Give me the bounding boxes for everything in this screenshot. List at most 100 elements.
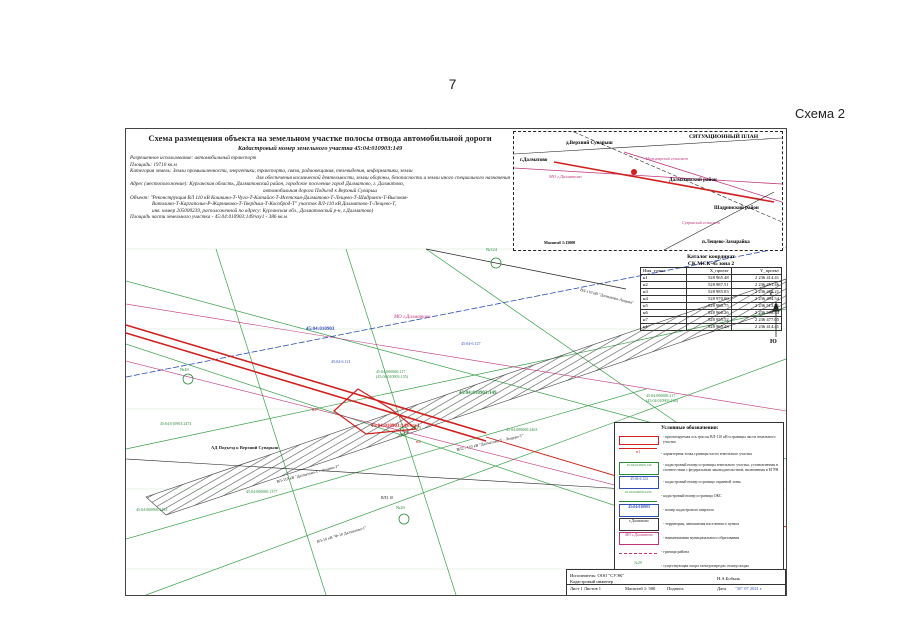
cadastral-number: Кадастровый номер земельного участка 45:… [237, 145, 403, 152]
scheme-title: Схема размещения объекта на земельном уч… [148, 133, 492, 143]
inset-scale: Масштаб 1:15000 [544, 240, 576, 245]
map-legend: Условные обозначения: - проектируемая ос… [614, 422, 784, 594]
stamp-name: Н.А.Бобыль [717, 576, 741, 581]
parcel-p4: 45:04:000000:2463 [506, 427, 538, 432]
area: Площадь: 19710 кв.м [130, 161, 177, 168]
legend-item: №29 - существующая опора электропередач,… [615, 559, 783, 573]
stamp-scale: Масштаб 1: 500 [625, 586, 656, 591]
stamp-left: Исполнитель: ООО "СУЭК" Кадастровый инже… [570, 573, 624, 585]
stamp-divider [567, 584, 785, 585]
cell: 2 236 494.54 [730, 295, 783, 303]
inset-district: Далматовский район [669, 178, 717, 183]
legend-text: - существующая опора электропередач, ном… [661, 563, 750, 568]
legend-item: 45:04:000000:2456 - кадастровый номер и … [615, 489, 783, 503]
parcel-p5: 45:04:000000:2463 [136, 507, 168, 512]
point-n1: н1 [312, 407, 317, 412]
legend-item: МО г.Далматово - наименования муниципаль… [615, 531, 783, 545]
category-line1: Категория земель: Земли промышленности, … [130, 168, 413, 175]
legend-symbol: г.Далматово [619, 517, 659, 531]
parcel-boundaries [126, 248, 786, 595]
cell: н6 [639, 309, 688, 317]
legend-item: г.Далматово - территория, занимаемая нас… [615, 517, 783, 531]
power-line-top [425, 248, 627, 290]
legend-text: - характерная точка границы части земель… [661, 451, 752, 456]
inset-mo: МО г.Далматово [549, 174, 582, 179]
situation-plan-drawing [514, 132, 782, 250]
pole3-label: №29 [412, 425, 421, 430]
object-line1: Объект: "Реконструкция ВЛ 110 кВ Кошкино… [130, 194, 409, 201]
map-sheet: 45:04:010903 МО г.Далматово 45:04:010903… [125, 128, 787, 596]
south-label: Ю [770, 339, 777, 345]
vl10-label: ВЛЗ 10 [381, 495, 394, 500]
road-band [145, 278, 786, 516]
zone1-label: 45:04-6.121 [331, 359, 351, 364]
table-header-row: Имя_точки X_проект Y_проект [639, 267, 783, 275]
cell: 528 965.48 [686, 323, 732, 331]
cell: 528 966.26 [686, 309, 732, 317]
col-y: Y_проект [730, 267, 783, 275]
coordinate-catalog: Каталог координат СК МСК-45 зона 2 Имя_т… [639, 254, 783, 331]
stamp-engineer: Кадастровый инженер [570, 579, 613, 584]
catalog-title: Каталог координат [687, 254, 735, 260]
point-n4: н4 [416, 439, 421, 444]
legend-text: - граница района [661, 549, 689, 554]
cell: 2 236 414.41 [730, 274, 783, 282]
object-line2: Ватолино-Т-Каргаполье-Р-Жарниково-Т-Твер… [152, 201, 397, 208]
legend-text: - проектируемая ось трассы ВЛ-110 кВ и г… [663, 435, 776, 444]
legend-symbol [619, 435, 659, 445]
legend-symbol: 45:04-6.124 [619, 475, 659, 489]
stamp-sheet: Лист 1 Листов 1 [570, 586, 602, 591]
legend-title: Условные обозначения: [661, 425, 719, 431]
legend-item: - проектируемая ось трассы ВЛ-110 кВ и г… [615, 433, 783, 447]
parcel-p2: 45:04:010903:2474 [160, 421, 192, 426]
legend-text: - кадастровый номер и граница ОКС [661, 493, 722, 498]
legend-symbol: МО г.Далматово [619, 531, 659, 545]
stamp-date: "30" 07 2021 г. [735, 586, 763, 591]
cell: 528 980.75 [686, 302, 732, 310]
power-line-mid [126, 458, 627, 490]
cell: н3 [639, 288, 688, 296]
part-parcel [333, 388, 418, 435]
legend-symbol: №29 [634, 560, 642, 565]
legend-symbol [619, 552, 657, 558]
cell: 2 236 414.41 [730, 323, 783, 331]
cell: 528 955.52 [686, 316, 732, 324]
pole2-label: №40 [180, 367, 189, 372]
stamp-executor: Исполнитель: ООО "СУЭК" [570, 573, 625, 578]
pole4-label: №20 [396, 505, 405, 510]
address-line2: автомобильная дорога Подъезд к Верхний С… [263, 187, 377, 194]
cell: н7 [639, 316, 688, 324]
protection-zone-lines [126, 303, 786, 494]
legend-item: 45:04:010903 - номер кадастрового кварта… [615, 503, 783, 517]
stamp-sign: Подпись [667, 586, 684, 591]
cell: н1 [639, 274, 688, 282]
inset-shadrinsk-sub: Сухринский сельсовет [682, 220, 720, 225]
cell: 2 236 508.44 [730, 309, 783, 317]
legend-text: - территория, занимаемая населенного пун… [663, 521, 740, 526]
legend-text: - кадастровый номер и границы земельного… [663, 463, 779, 472]
inset-shadrinsk: Шадринский район [714, 206, 759, 211]
cell: 528 970.00 [686, 295, 732, 303]
cell: 2 236 513.01 [730, 302, 783, 310]
parcel-p3: 45:04:000000:217(45:04:010903:134) [646, 393, 678, 403]
legend-item: н1 - характерная точка границы части зем… [615, 447, 783, 461]
legend-symbol: 45:04:010903 [619, 503, 659, 517]
cell: 528 965.48 [686, 274, 732, 282]
road-label: АД Подъезд к Верхний Суварыш [211, 445, 279, 450]
legend-symbol: 45:04:010903:149 [619, 461, 659, 475]
title-block: Исполнитель: ООО "СУЭК" Кадастровый инже… [566, 569, 786, 595]
cell: 2 236 469.21 [730, 288, 783, 296]
part-label: 45:04:010903:149/чзу1 [371, 424, 420, 429]
inset-leshevo: п.Лещево-Замарайка [702, 240, 750, 245]
legend-text: - кадастровый номер и граница охранной з… [663, 479, 741, 484]
legend-text: - наименования муниципального образовани… [663, 535, 740, 540]
cell: 528 985.03 [686, 288, 732, 296]
pole1-label: №324 [486, 247, 498, 252]
mo-label: МО г.Далматово [394, 315, 431, 320]
